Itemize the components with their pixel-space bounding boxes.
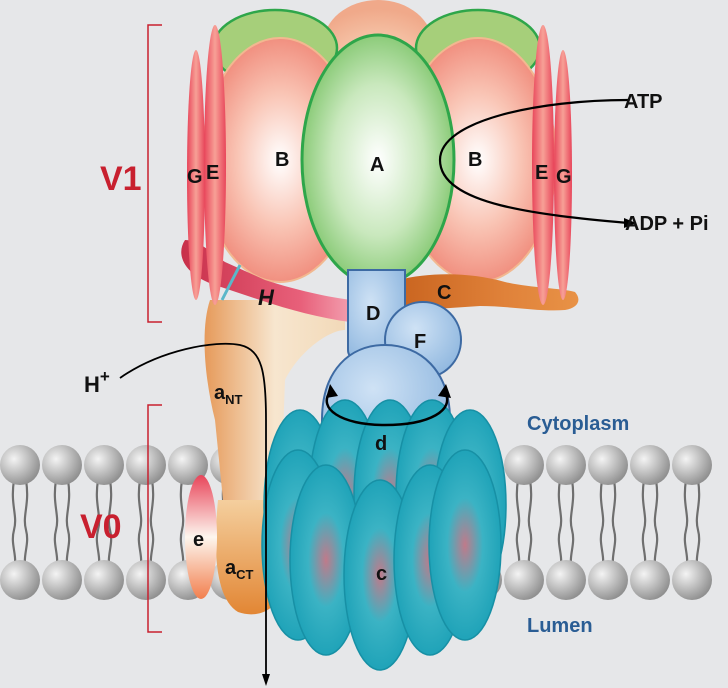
lipid-tail (599, 479, 617, 571)
subunit-h (181, 240, 352, 322)
lipid-head (588, 445, 628, 485)
rotation-arrowhead-left (326, 384, 338, 398)
c-ring (261, 399, 507, 671)
lipid-head (42, 560, 82, 600)
lipid-tail (95, 479, 113, 571)
lipid-head (546, 560, 586, 600)
subunit-c-large (398, 274, 579, 311)
lipid-head (126, 560, 166, 600)
label-d-small: d (375, 433, 387, 455)
atp-hydrolysis-arrowhead (624, 218, 636, 228)
label-c-small: c (376, 563, 387, 585)
label-atp: ATP (624, 91, 663, 113)
c-subunit (428, 449, 502, 641)
lipid-tail (11, 479, 29, 571)
label-lumen: Lumen (527, 615, 593, 637)
v1-label: V1 (100, 160, 142, 198)
subunit-g-right (554, 50, 572, 300)
lipid-head (630, 560, 670, 600)
subunit-a-nt (204, 300, 345, 520)
label-g-left: G (187, 166, 203, 188)
label-e-right: E (535, 162, 548, 184)
v1-bracket (147, 24, 162, 323)
lipid-tail (53, 479, 71, 571)
label-e-left: E (206, 162, 219, 184)
label-e-small: e (193, 529, 204, 551)
lipid-head (504, 560, 544, 600)
label-adp-pi: ADP + Pi (625, 213, 709, 235)
rotation-arrow (325, 391, 449, 427)
lipid-head (126, 445, 166, 485)
label-a: A (370, 154, 384, 176)
atp-hydrolysis-arrow (438, 98, 629, 225)
label-g-right: G (556, 166, 572, 188)
subunit-e-left-stalk (204, 25, 226, 305)
lipid-head (672, 445, 712, 485)
lipid-head (42, 445, 82, 485)
v0-bracket (147, 404, 162, 633)
lipid-head (0, 560, 40, 600)
label-b-right: B (468, 149, 482, 171)
lipid-tail (641, 479, 659, 571)
lipid-tail (683, 479, 701, 571)
v0-label: V0 (80, 508, 122, 546)
rotation-arrowhead-right (438, 384, 451, 398)
lipid-head (672, 560, 712, 600)
lipid-head (84, 445, 124, 485)
label-d: D (366, 303, 380, 325)
lipid-head (504, 445, 544, 485)
subunit-h-link (220, 264, 242, 301)
lipid-head (0, 445, 40, 485)
subunit-e-right-stalk (532, 25, 554, 305)
label-a-ct: aCT (225, 557, 254, 582)
proton-path-arrow (119, 342, 267, 680)
lipid-head (546, 445, 586, 485)
proton-path-arrowhead (262, 674, 270, 686)
label-c: C (437, 282, 451, 304)
label-proton: H+ (84, 367, 110, 397)
lipid-head (588, 560, 628, 600)
label-b-left: B (275, 149, 289, 171)
label-h: H (258, 285, 275, 310)
lipid-head (84, 560, 124, 600)
lipid-head (630, 445, 670, 485)
label-a-nt: aNT (214, 382, 243, 407)
label-f: F (414, 331, 426, 353)
subunit-e (185, 475, 217, 599)
lipid-tail (137, 479, 155, 571)
label-cytoplasm: Cytoplasm (527, 413, 629, 435)
lipid-head (168, 445, 208, 485)
lipid-tail (557, 479, 575, 571)
lipid-tail (515, 479, 533, 571)
subunit-g-left (187, 50, 205, 300)
